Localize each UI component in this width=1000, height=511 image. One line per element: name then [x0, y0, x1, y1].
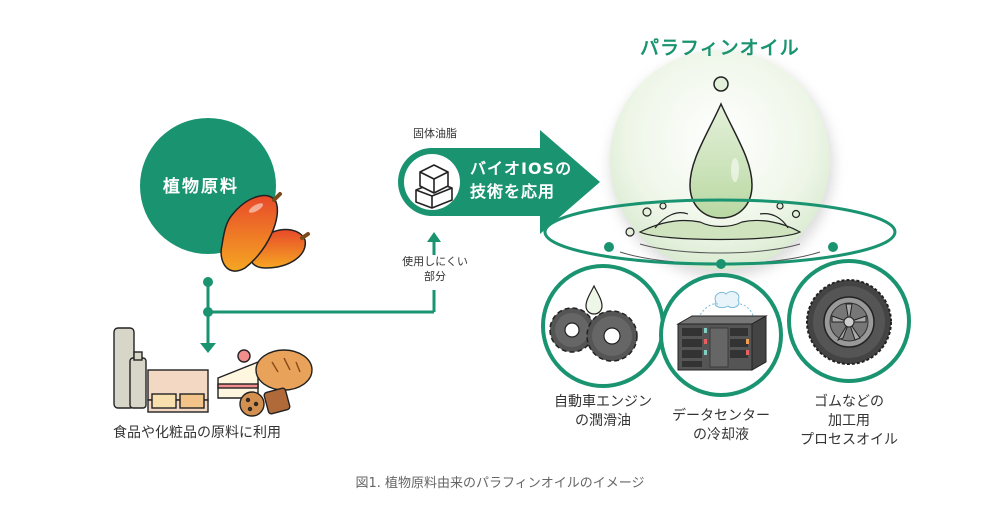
figure-caption: 図1. 植物原料由来のパラフィンオイルのイメージ [355, 476, 645, 491]
palm-fruit-icon [220, 192, 310, 272]
orbit-ring [543, 198, 897, 269]
application-datacenter-line1: データセンター [672, 408, 770, 424]
unused-part-label: 使用しにくい 部分 [397, 255, 473, 285]
oil-droplet-icon [619, 76, 821, 265]
cake-icon [217, 349, 259, 399]
process-label: バイオIOSの 技術を応用 [470, 157, 572, 203]
flow-lines [200, 232, 441, 353]
application-datacenter-line2: の冷却液 [693, 426, 749, 443]
food-cosmetics-label: 食品や化粧品の原料に利用 [113, 425, 281, 441]
process-label-line2: 技術を応用 [470, 182, 556, 202]
server-rack-icon [676, 291, 768, 371]
application-rubber-line3: プロセスオイル [800, 431, 898, 448]
cosmetics-bottles-icon [113, 327, 147, 409]
process-label-line1: バイオIOSの [470, 159, 573, 178]
unused-part-line2: 部分 [424, 269, 446, 283]
bread-icon [255, 349, 313, 391]
cookie-icon [239, 387, 291, 417]
application-engine-line2: の潤滑油 [575, 412, 631, 429]
compact-icon [147, 369, 209, 413]
application-rubber-line1: ゴムなどの [814, 394, 884, 410]
solid-fat-label: 固体油脂 [413, 127, 457, 140]
tire-icon [806, 279, 892, 365]
application-engine-line1: 自動車エンジン [554, 394, 652, 410]
gears-icon [549, 284, 638, 362]
unused-part-line1: 使用しにくい [402, 255, 468, 268]
application-rubber-line2: 加工用 [828, 412, 870, 429]
application-label-engine: 自動車エンジン の潤滑油 [543, 393, 663, 431]
paraffin-oil-title: パラフィンオイル [640, 37, 800, 59]
source-label: 植物原料 [163, 177, 239, 197]
process-arrow [430, 130, 600, 234]
solid-fat-cubes-icon [415, 164, 453, 209]
application-label-datacenter: データセンター の冷却液 [661, 407, 781, 445]
application-label-rubber: ゴムなどの 加工用 プロセスオイル [789, 393, 909, 450]
